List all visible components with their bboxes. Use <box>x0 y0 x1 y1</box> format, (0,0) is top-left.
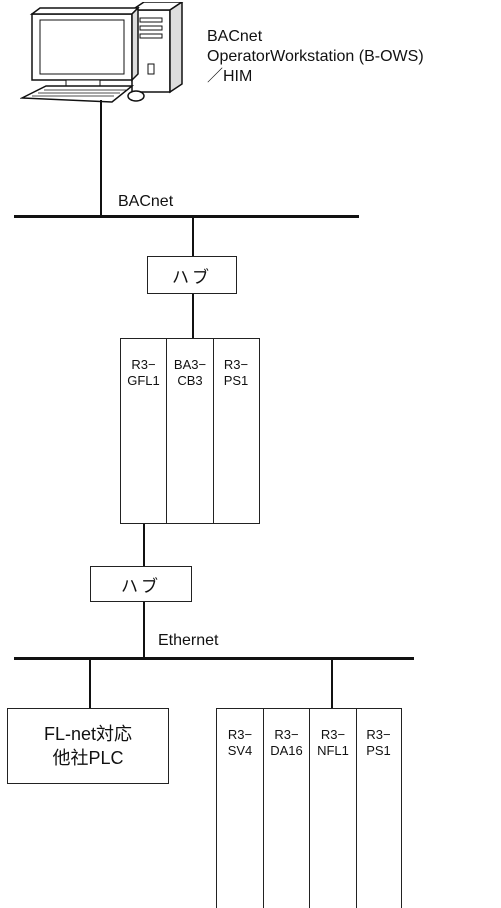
ethernet-rack-connector <box>331 658 333 708</box>
ethernet-plc-connector <box>89 658 91 708</box>
rack-bottom-slot-nfl1: R3− NFL1 <box>310 709 357 908</box>
workstation-label-line1: BACnet <box>207 28 263 45</box>
hub-top: ハブ <box>147 256 237 294</box>
rack-top: R3− GFL1 BA3− CB3 R3− PS1 <box>120 338 260 524</box>
rack-hub-connector <box>143 524 145 566</box>
workstation-label-line2: OperatorWorkstation (B-OWS) <box>207 48 424 65</box>
hub-bottom: ハブ <box>90 566 192 602</box>
workstation-label-line3: ／HIM <box>207 68 253 85</box>
bacnet-network-label: BACnet <box>118 193 174 210</box>
bacnet-hub-connector <box>192 216 194 256</box>
rack-top-slot-gfl1: R3− GFL1 <box>121 339 167 523</box>
hub-ethernet-connector <box>143 602 145 658</box>
ethernet-network-label: Ethernet <box>158 632 219 649</box>
bacnet-network-line <box>14 215 359 218</box>
plc-label-line1: FL-net対応 <box>43 724 133 744</box>
hub-bottom-label: ハブ <box>121 576 161 596</box>
workstation-computer-icon <box>20 2 184 103</box>
rack-top-slot-ps1: R3− PS1 <box>223 357 249 388</box>
ethernet-network-line <box>14 657 414 660</box>
workstation-connector <box>100 100 102 216</box>
rack-top-slot-cb3: BA3− CB3 <box>167 339 214 523</box>
rack-bottom-slot-da16: R3− DA16 <box>264 709 310 908</box>
hub-top-label: ハブ <box>172 267 212 287</box>
rack-bottom-slot-ps1: R3− PS1 <box>366 727 391 758</box>
rack-bottom: R3− SV4 R3− DA16 R3− NFL1 R3− PS1 <box>216 708 402 908</box>
hub-rack-connector <box>192 294 194 338</box>
rack-bottom-slot-sv4: R3− SV4 <box>217 709 264 908</box>
plc-label-line2: 他社PLC <box>52 748 124 768</box>
third-party-plc-box: FL-net対応 他社PLC <box>7 708 169 784</box>
